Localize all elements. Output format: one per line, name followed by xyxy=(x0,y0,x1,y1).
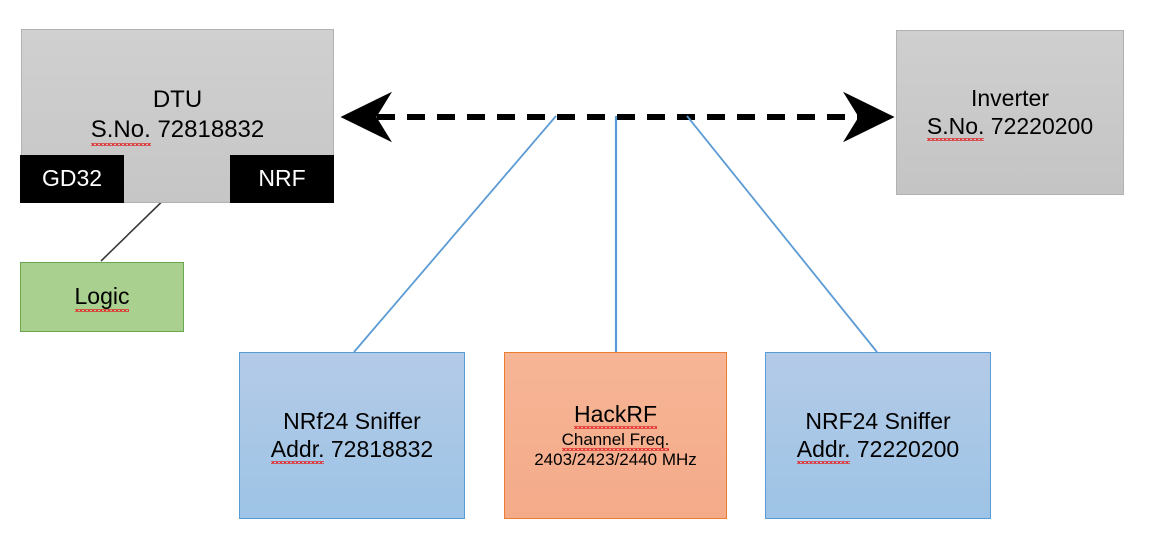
sniffer-right-addr-prefix: Addr. xyxy=(796,435,851,464)
sniffer-left-label: NRf24 Sniffer xyxy=(283,408,421,435)
sniffer-right-label: NRF24 Sniffer xyxy=(805,408,950,435)
sniffer-left-addr: Addr. 72818832 xyxy=(270,435,434,464)
inverter-label: Inverter xyxy=(971,85,1049,112)
node-hackrf[interactable]: HackRF Channel Freq. 2403/2423/2440 MHz xyxy=(504,352,727,519)
hackrf-sub-label: Channel Freq. xyxy=(561,430,670,452)
hackrf-label: HackRF xyxy=(573,400,658,430)
dtu-serial-number: 72818832 xyxy=(157,116,265,144)
sniffer-left-addr-prefix: Addr. xyxy=(270,435,325,464)
node-logic[interactable]: Logic xyxy=(20,262,184,332)
edge-sniffer-left-tap xyxy=(353,115,557,353)
dtu-serial-prefix: S.No. xyxy=(90,116,151,146)
hackrf-freq-label: 2403/2423/2440 MHz xyxy=(534,450,697,470)
node-gd32[interactable]: GD32 xyxy=(20,155,124,203)
node-nrf[interactable]: NRF xyxy=(230,155,334,203)
inverter-serial: S.No. 72220200 xyxy=(926,112,1094,141)
sniffer-left-addr-value: 72818832 xyxy=(330,435,434,462)
sniffer-left-device: NRf24 Sniffer xyxy=(283,408,421,435)
inverter-serial-prefix: S.No. xyxy=(926,112,985,141)
sniffer-right-addr-value: 72220200 xyxy=(856,435,960,462)
dtu-label: DTU xyxy=(152,86,203,113)
gd32-label: GD32 xyxy=(41,165,103,192)
edge-sniffer-right-tap xyxy=(686,115,878,353)
sniffer-right-addr: Addr. 72220200 xyxy=(796,435,960,464)
logic-label: Logic xyxy=(74,283,130,312)
node-inverter[interactable]: Inverter S.No. 72220200 xyxy=(896,30,1124,195)
node-sniffer-right[interactable]: NRF24 Sniffer Addr. 72220200 xyxy=(765,352,991,519)
inverter-serial-number: 72220200 xyxy=(990,112,1094,139)
sniffer-right-device: NRF24 Sniffer xyxy=(805,408,951,435)
dtu-serial: S.No. 72818832 xyxy=(90,116,265,146)
node-sniffer-left[interactable]: NRf24 Sniffer Addr. 72818832 xyxy=(239,352,465,519)
nrf-label: NRF xyxy=(258,165,306,192)
